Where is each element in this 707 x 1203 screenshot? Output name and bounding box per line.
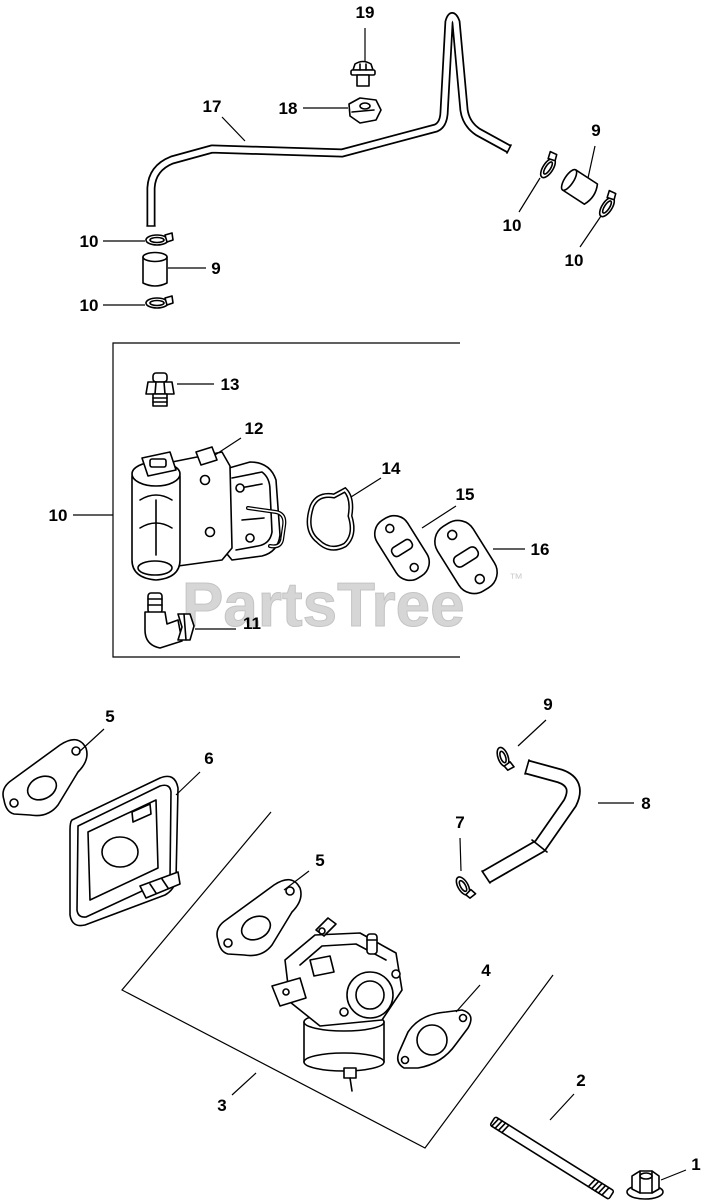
callout-7: 7 (455, 813, 465, 872)
callout-number: 17 (203, 97, 222, 116)
callout-number: 7 (455, 813, 464, 832)
callout-number: 5 (105, 707, 114, 726)
leader-line (421, 505, 457, 529)
part-14-gasket (306, 486, 355, 551)
part-19-screw (350, 60, 376, 87)
callout-10: 10 (503, 177, 541, 235)
part-3-carburetor (271, 917, 403, 1092)
callout-number: 13 (221, 375, 240, 394)
part-6-heat-shield (69, 775, 181, 927)
part-17-fuel-line (146, 12, 512, 227)
callout-18: 18 (279, 99, 348, 118)
callout-4: 4 (455, 961, 491, 1013)
callout-1: 1 (660, 1155, 701, 1181)
callout-3: 3 (217, 1072, 257, 1115)
callout-number: 9 (211, 259, 220, 278)
part-11-elbow-fitting (144, 592, 195, 649)
callout-5: 5 (78, 707, 115, 753)
callout-16: 16 (493, 540, 549, 559)
leader-line (549, 1093, 575, 1121)
part-1-flange-nut (626, 1170, 664, 1200)
callout-number: 8 (641, 794, 650, 813)
callout-number: 14 (382, 459, 401, 478)
leader-line (517, 719, 547, 747)
watermark-trademark: ™ (509, 570, 523, 586)
leader-line (587, 145, 596, 179)
fuel-pump-kit-bracket (112, 342, 460, 658)
callouts: 19 18 17 9 10 10 10 9 (49, 3, 701, 1181)
callout-2: 2 (549, 1071, 586, 1121)
part-10-hose-clamp (145, 232, 174, 246)
part-12-fuel-pump (131, 446, 287, 581)
callout-10: 10 (565, 215, 602, 270)
part-4-gasket (396, 1009, 472, 1069)
callout-number: 2 (576, 1071, 585, 1090)
callout-6: 6 (175, 749, 214, 796)
callout-number: 4 (481, 961, 491, 980)
leader-line (459, 837, 462, 872)
part-15-gasket (373, 514, 431, 582)
callout-number: 15 (456, 485, 475, 504)
watermark-text: PartsTree (182, 571, 465, 640)
part-13-fitting (145, 372, 175, 407)
part-5-gasket (2, 738, 88, 817)
callout-10: 10 (49, 506, 113, 525)
leader-line (78, 728, 105, 753)
callout-number: 18 (279, 99, 298, 118)
part-10-hose-clamp (598, 189, 617, 218)
callout-8: 8 (598, 794, 651, 813)
carburetor-kit-bracket (121, 811, 554, 1149)
part-8-fuel-hose (481, 759, 581, 884)
part-5-gasket (216, 878, 302, 957)
part-9-hose-clamp (496, 746, 515, 771)
callout-number: 10 (503, 216, 522, 235)
callout-number: 9 (543, 695, 552, 714)
callout-number: 3 (217, 1096, 226, 1115)
part-7-hose-clamp (455, 876, 477, 899)
leader-line (350, 477, 382, 498)
callout-number: 10 (565, 251, 584, 270)
callout-number: 9 (591, 121, 600, 140)
callout-19: 19 (356, 3, 375, 61)
callout-number: 11 (243, 614, 261, 633)
leader-line (579, 215, 602, 248)
leader-line (175, 771, 201, 796)
leader-line (455, 984, 481, 1013)
leader-line (221, 116, 246, 142)
callout-17: 17 (203, 97, 246, 142)
leader-line (214, 437, 242, 456)
callout-number: 12 (245, 419, 264, 438)
callout-13: 13 (177, 375, 239, 394)
callout-number: 1 (691, 1155, 700, 1174)
callout-number: 10 (49, 506, 68, 525)
callout-9: 9 (587, 121, 601, 179)
callout-number: 16 (531, 540, 550, 559)
part-18-clip (348, 97, 382, 124)
part-10-hose-clamp (539, 150, 558, 179)
part-16-gasket (434, 519, 498, 595)
part-9-hose-sleeve (142, 251, 168, 287)
part-9-hose-sleeve (560, 168, 599, 205)
callout-number: 10 (80, 296, 99, 315)
callout-number: 19 (356, 3, 375, 22)
leader-line (518, 177, 541, 213)
callout-14: 14 (350, 459, 401, 498)
callout-9: 9 (517, 695, 553, 747)
callout-number: 5 (315, 851, 324, 870)
callout-number: 6 (204, 749, 213, 768)
part-10-hose-clamp (145, 295, 174, 309)
callout-12: 12 (214, 419, 264, 456)
callout-number: 10 (80, 232, 99, 251)
callout-10: 10 (80, 232, 145, 251)
callout-10: 10 (80, 296, 145, 315)
leader-line (283, 870, 310, 891)
part-2-stud (489, 1116, 615, 1200)
callout-15: 15 (421, 485, 475, 529)
callout-11: 11 (195, 614, 261, 633)
callout-9: 9 (168, 259, 221, 278)
leader-line (231, 1072, 257, 1096)
callout-5: 5 (283, 851, 325, 891)
leader-line (660, 1169, 687, 1181)
